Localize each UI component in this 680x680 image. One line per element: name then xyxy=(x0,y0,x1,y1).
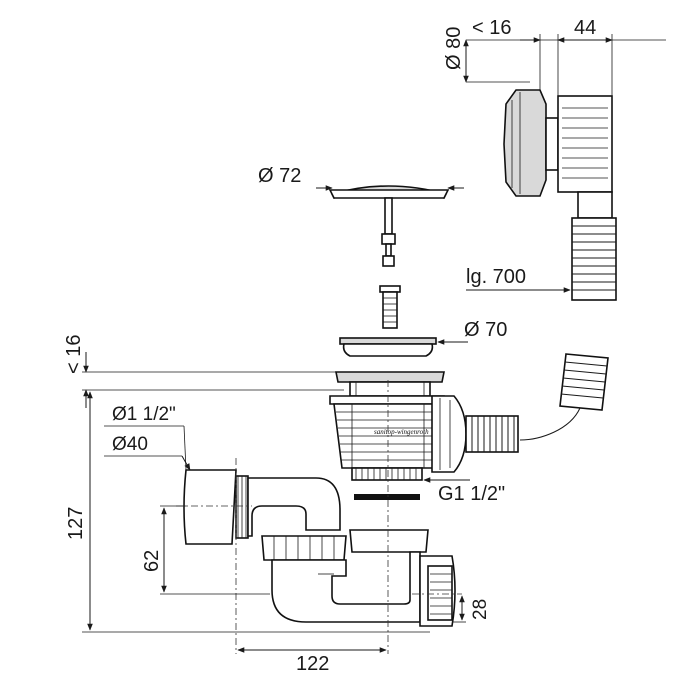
overflow-hose-lower xyxy=(559,353,609,411)
overflow-dimensions xyxy=(463,34,666,96)
depth-reference-lines xyxy=(82,352,344,408)
dim-outlet-height: 28 xyxy=(470,599,491,620)
brand-mark: sanitop-wingenroth xyxy=(374,428,429,436)
dim-overflow-diameter: Ø 80 xyxy=(443,27,465,70)
overflow-assembly xyxy=(503,89,617,441)
dim-thread-size: G1 1/2" xyxy=(438,483,505,505)
dim-flange-depth: < 16 xyxy=(63,335,85,374)
drain-body xyxy=(329,371,519,500)
centerlines xyxy=(176,380,462,654)
drain-plug xyxy=(328,185,450,267)
dim-hose-length: lg. 700 xyxy=(466,266,526,288)
dim-total-height: 127 xyxy=(65,507,87,540)
dim-flange-diameter: Ø 70 xyxy=(464,319,507,341)
height-dimension-28 xyxy=(452,595,466,623)
dim-nut-diameter: Ø1 1/2" xyxy=(112,404,176,425)
siphon-trap xyxy=(183,469,456,627)
height-dimension-62 xyxy=(160,505,270,595)
dim-inlet-height: 62 xyxy=(141,550,163,572)
overflow-hose-upper xyxy=(571,217,617,301)
dim-plug-diameter: Ø 72 xyxy=(258,165,301,187)
threaded-bolt xyxy=(379,285,401,329)
dim-center-distance: 122 xyxy=(296,653,329,675)
dim-pipe-diameter: Ø40 xyxy=(112,434,148,455)
flange-disc xyxy=(339,337,437,357)
dim-overflow-depth: < 16 xyxy=(472,17,511,39)
dim-overflow-width: 44 xyxy=(574,17,596,39)
height-dimension-127 xyxy=(82,391,430,633)
